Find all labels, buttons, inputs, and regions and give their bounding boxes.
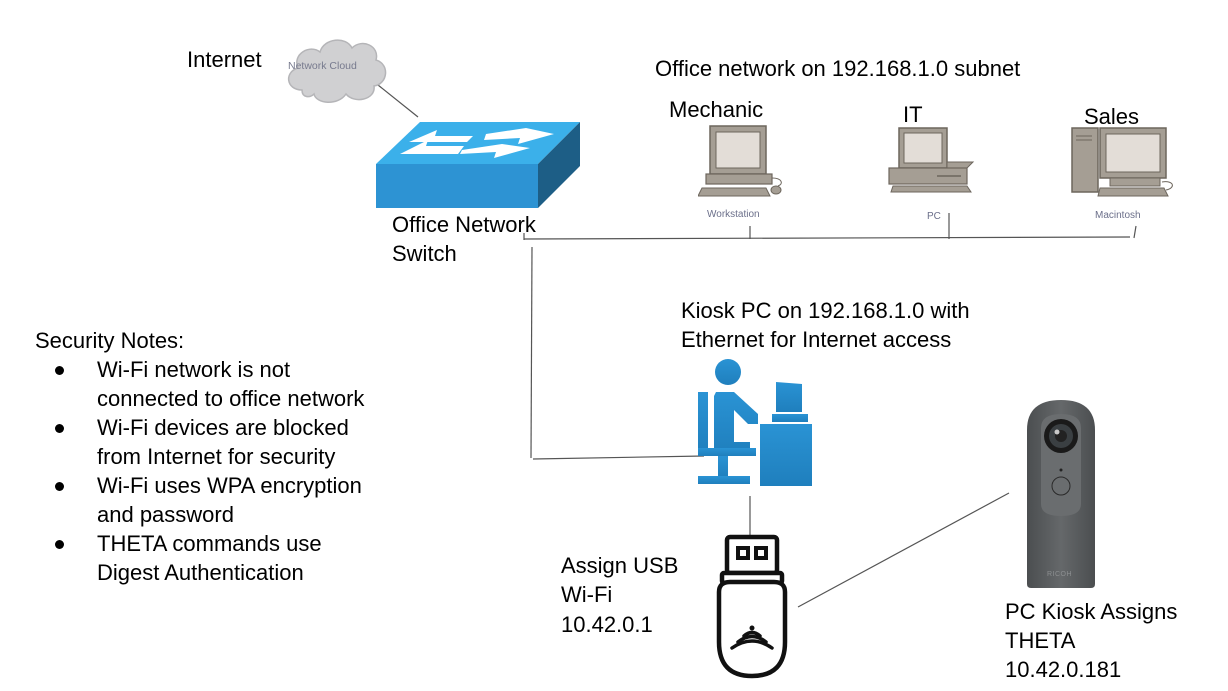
security-note-line: from Internet for security [97,444,336,469]
usb-label-line2: Wi-Fi [561,582,613,607]
pc-icon [888,127,975,193]
wire-cloud-to-switch [377,84,419,118]
security-notes-title: Security Notes: [35,328,185,353]
security-note-line: connected to office network [97,386,365,411]
kiosk-label-line2: Ethernet for Internet access [681,327,952,352]
security-note-item: THETA commands use Digest Authentication [35,529,364,587]
theta-label-line2: THETA [1005,628,1076,653]
wire-switch-to-kiosk-horizontal [532,455,705,460]
usb-wifi-adapter[interactable] [714,534,790,682]
theta-label-line3: 10.42.0.181 [1005,657,1122,682]
cloud-icon [288,39,387,103]
security-note-item: Wi-Fi uses WPA encryption and password [35,471,364,529]
usb-label-line3: 10.42.0.1 [561,612,653,637]
theta-camera-icon [1027,400,1095,588]
wire-switch-to-kiosk-vertical [530,246,533,459]
security-note-line: THETA commands use [97,531,322,556]
security-note-line: Wi-Fi devices are blocked [97,415,349,440]
bullet-icon [55,424,64,433]
pc-computer[interactable] [887,124,977,196]
office-network-title: Office network on 192.168.1.0 subnet [655,56,1021,81]
computer-caption-macintosh: Macintosh [1095,210,1141,221]
security-notes: Security Notes: Wi-Fi network is not con… [35,326,364,587]
bullet-icon [55,540,64,549]
security-note-item: Wi-Fi devices are blocked from Internet … [35,413,364,471]
switch-icon [376,122,580,208]
wire-usb-to-theta [797,492,1010,608]
wire-office-bus [523,236,1131,240]
kiosk-user-desk-icon [698,359,812,486]
security-notes-list: Wi-Fi network is not connected to office… [35,355,364,587]
kiosk-label-line1: Kiosk PC on 192.168.1.0 with [681,298,970,323]
security-note-item: Wi-Fi network is not connected to office… [35,355,364,413]
security-note-line: Wi-Fi network is not [97,357,291,382]
bullet-icon [55,366,64,375]
theta-label-line1: PC Kiosk Assigns [1005,599,1178,624]
workstation-computer[interactable] [697,122,788,202]
ricoh-logo: RICOH [1047,571,1073,578]
switch-label-line2: Switch [392,241,457,266]
theta-camera[interactable]: RICOH [1027,400,1095,588]
computer-caption-workstation: Workstation [707,209,760,220]
macintosh-icon [1071,127,1173,197]
security-note-line: Digest Authentication [97,560,304,585]
computer-label-it: IT [903,102,923,127]
security-note-line: Wi-Fi uses WPA encryption [97,473,362,498]
bullet-icon [55,482,64,491]
security-note-line: and password [97,502,234,527]
internet-label: Internet [187,47,262,72]
switch-label-line1: Office Network [392,212,536,237]
usb-wifi-icon [716,534,788,679]
office-network-switch[interactable] [374,118,580,210]
computer-label-sales: Sales [1084,104,1140,129]
network-cloud: Network Cloud [280,28,390,108]
workstation-icon [697,125,782,197]
usb-label-line1: Assign USB [561,553,679,578]
wire-bus-stub-mac [1133,225,1137,239]
computer-label-mechanic: Mechanic [669,97,764,122]
macintosh-computer[interactable] [1070,122,1178,202]
computer-caption-pc: PC [927,211,941,222]
kiosk-pc[interactable] [698,358,812,488]
cloud-caption: Network Cloud [288,60,357,72]
